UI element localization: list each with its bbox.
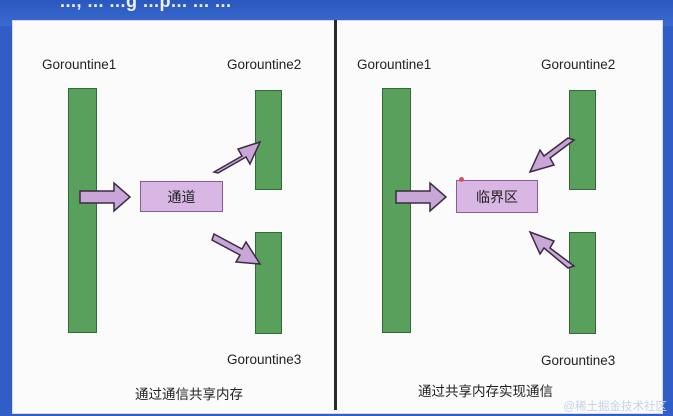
right-goroutine3-label: Gorountine3 xyxy=(541,353,616,368)
critical-section-box: 临界区 xyxy=(456,180,538,213)
right-goroutine1-bar xyxy=(382,88,411,333)
right-arrow-to-critical-section xyxy=(395,181,448,213)
left-goroutine2-bar xyxy=(255,90,282,190)
channel-box: 通道 xyxy=(140,181,223,212)
red-marker-dot xyxy=(459,177,464,182)
left-caption: 通过通信共享内存 xyxy=(135,387,243,402)
left-goroutine3-bar xyxy=(255,232,282,334)
right-goroutine3-bar xyxy=(569,232,596,334)
left-arrow-to-goroutine3 xyxy=(211,232,262,265)
right-goroutine1-label: Gorountine1 xyxy=(357,57,432,72)
right-arrow-from-goroutine3 xyxy=(528,230,576,269)
diagram-panel xyxy=(12,20,663,414)
left-goroutine1-bar xyxy=(68,88,97,333)
left-arrow-to-goroutine2 xyxy=(212,140,262,174)
right-goroutine2-label: Gorountine2 xyxy=(541,57,616,72)
watermark: @稀土掘金技术社区 xyxy=(563,401,667,413)
slide-title-partial: ..., ... ...g ...p... ... ... xyxy=(60,0,232,11)
right-arrow-from-goroutine2 xyxy=(528,137,576,174)
left-goroutine2-label: Gorountine2 xyxy=(227,57,302,72)
left-arrow-to-channel xyxy=(79,181,132,213)
panel-divider xyxy=(334,20,337,410)
left-goroutine3-label: Gorountine3 xyxy=(227,352,302,367)
right-caption: 通过共享内存实现通信 xyxy=(418,384,553,399)
left-goroutine1-label: Gorountine1 xyxy=(42,57,117,72)
